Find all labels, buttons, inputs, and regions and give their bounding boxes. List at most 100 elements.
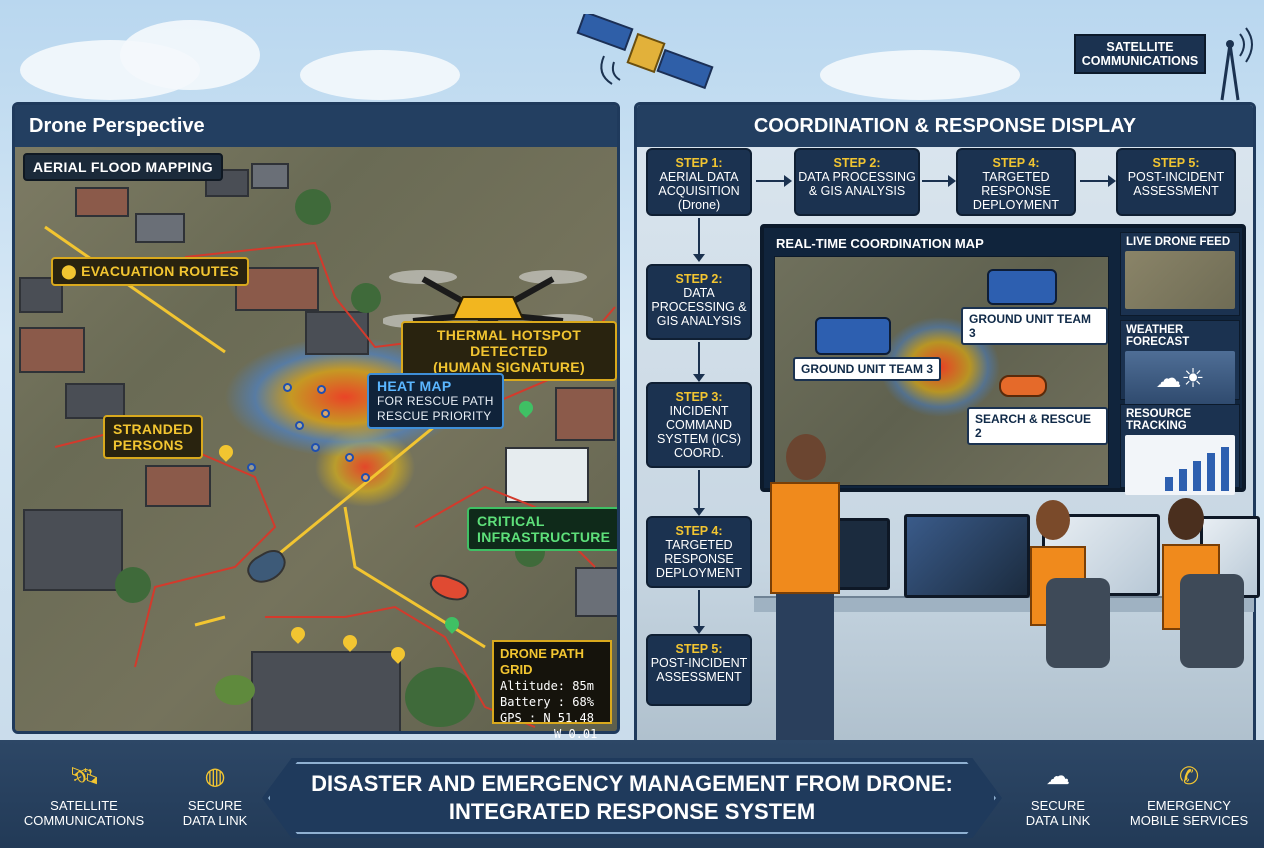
tree [115, 567, 151, 603]
heat-point [247, 463, 256, 472]
step-text: INCIDENT COMMAND SYSTEM (ICS) COORD. [656, 404, 742, 460]
side-step-4[interactable]: STEP 4: TARGETED RESPONSE DEPLOYMENT [646, 516, 752, 588]
step-text: POST-INCIDENT ASSESSMENT [1127, 170, 1225, 198]
heat-point [321, 409, 330, 418]
feature-label: SECURE [187, 798, 243, 813]
satellite-communications-feature: 🛰 SATELLITE COMMUNICATIONS [20, 762, 148, 828]
thermal-hotspot-subtext: (HUMAN SIGNATURE) [433, 359, 585, 375]
feature-label: DATA LINK [182, 813, 248, 828]
coordination-map[interactable]: GROUND UNIT TEAM 3 GROUND UNIT TEAM 3 SE… [774, 256, 1109, 486]
heat-map-label: HEAT MAP FOR RESCUE PATH RESCUE PRIORITY [367, 373, 504, 429]
step-number: STEP 5: [1152, 156, 1200, 170]
heat-point [283, 383, 292, 392]
feature-label: DATA LINK [1025, 813, 1091, 828]
step-text: AERIAL DATA ACQUISITION (Drone) [658, 170, 740, 212]
house-roof [19, 327, 85, 373]
emergency-mobile-services-feature: ✆ EMERGENCY MOBILE SERVICES [1124, 762, 1254, 828]
operator-legs [776, 594, 834, 740]
main-title-line-1: DISASTER AND EMERGENCY MANAGEMENT FROM D… [311, 771, 953, 796]
evacuation-routes-text: EVACUATION ROUTES [81, 263, 239, 279]
aerial-flood-mapping-label: AERIAL FLOOD MAPPING [23, 153, 223, 181]
heat-point [295, 421, 304, 430]
step-number: STEP 2: [833, 156, 881, 170]
step-text: DATA PROCESSING & GIS ANALYSIS [651, 286, 747, 328]
antenna-tower-icon [1220, 27, 1253, 101]
location-pin-icon: ⬤ [61, 263, 82, 279]
aerial-flood-map: AERIAL FLOOD MAPPING ⬤ EVACUATION ROUTES… [15, 147, 617, 731]
step-number: STEP 1: [675, 156, 723, 170]
heat-point [361, 473, 370, 482]
satellite-icon [576, 14, 714, 90]
cloud [820, 50, 1020, 100]
cloud-upload-icon: ☁ [1046, 763, 1070, 790]
heat-point [311, 443, 320, 452]
heat-map-subtext-2: RESCUE PRIORITY [377, 409, 492, 423]
resource-chart-thumbnail [1125, 435, 1235, 495]
house-roof [23, 509, 123, 591]
step-number: STEP 3: [675, 390, 723, 404]
office-chair [1180, 574, 1244, 668]
top-step-2[interactable]: STEP 2: DATA PROCESSING & GIS ANALYSIS [794, 148, 920, 216]
flow-arrow [922, 175, 956, 187]
satellite-communications-label: SATELLITE COMMUNICATIONS [1074, 34, 1206, 74]
step-number: STEP 5: [675, 642, 723, 656]
panel-title: Drone Perspective [15, 105, 617, 147]
house-roof [65, 383, 125, 419]
main-title-line-2: INTEGRATED RESPONSE SYSTEM [448, 799, 816, 824]
stranded-persons-label: STRANDED PERSONS [103, 415, 204, 459]
thermal-hotspot-text: THERMAL HOTSPOT DETECTED [436, 327, 582, 359]
step-text: TARGETED RESPONSE DEPLOYMENT [655, 538, 743, 580]
flow-arrow [693, 590, 705, 634]
evacuation-routes-label: ⬤ EVACUATION ROUTES [51, 257, 249, 286]
step-number: STEP 2: [675, 272, 723, 286]
heat-point [317, 385, 326, 394]
critical-infrastructure-label: CRITICAL INFRASTRUCTURE [467, 507, 617, 551]
house-roof [145, 465, 211, 507]
tree [351, 283, 381, 313]
top-step-1[interactable]: STEP 1: AERIAL DATA ACQUISITION (Drone) [646, 148, 752, 216]
widget-title: LIVE DRONE FEED [1126, 236, 1231, 248]
flow-arrow [693, 218, 705, 262]
flow-arrow [693, 342, 705, 382]
side-step-3[interactable]: STEP 3: INCIDENT COMMAND SYSTEM (ICS) CO… [646, 382, 752, 468]
stranded-text-2: PERSONS [113, 437, 184, 453]
feature-label: SATELLITE [50, 798, 118, 813]
grass-patch [215, 675, 255, 705]
hospital-roof [505, 447, 589, 503]
critical-text-1: CRITICAL [477, 513, 545, 529]
operator-head [786, 434, 826, 480]
side-step-2[interactable]: STEP 2: DATA PROCESSING & GIS ANALYSIS [646, 264, 752, 340]
thermal-hotspot-label: THERMAL HOTSPOT DETECTED (HUMAN SIGNATUR… [401, 321, 617, 381]
weather-forecast-widget[interactable]: WEATHER FORECAST ☁☀ [1120, 320, 1240, 405]
house-roof [251, 163, 289, 189]
top-step-5[interactable]: STEP 5: POST-INCIDENT ASSESSMENT [1116, 148, 1236, 216]
drone-telemetry-box: DRONE PATH GRID Altitude: 85m Battery : … [492, 640, 612, 741]
house-roof [251, 651, 401, 731]
telemetry-battery: Battery : 68% [500, 695, 594, 709]
secure-data-link-feature: ☁ SECURE DATA LINK [1018, 762, 1098, 828]
heat-map-text: HEAT MAP [377, 378, 452, 394]
flow-arrow [1080, 175, 1116, 187]
top-step-4[interactable]: STEP 4: TARGETED RESPONSE DEPLOYMENT [956, 148, 1076, 216]
step-text: TARGETED RESPONSE DEPLOYMENT [972, 170, 1060, 212]
office-chair [1046, 578, 1110, 668]
panel-title: COORDINATION & RESPONSE DISPLAY [637, 105, 1253, 147]
side-step-5[interactable]: STEP 5: POST-INCIDENT ASSESSMENT [646, 634, 752, 706]
feature-label: SECURE [1030, 798, 1086, 813]
step-text: DATA PROCESSING & GIS ANALYSIS [798, 170, 916, 198]
flow-arrow [756, 175, 792, 187]
telemetry-gps-lon: W 0.01 [554, 727, 598, 741]
drone-perspective-panel: Drone Perspective [12, 102, 620, 734]
feature-label: MOBILE SERVICES [1129, 813, 1249, 828]
coordination-wall-screen: REAL-TIME COORDINATION MAP GROUND UNIT T… [760, 224, 1246, 495]
step-number: STEP 4: [675, 524, 723, 538]
house-roof [235, 267, 319, 311]
live-drone-feed-widget[interactable]: LIVE DRONE FEED [1120, 232, 1240, 316]
search-rescue-label: SEARCH & RESCUE 2 [967, 407, 1108, 445]
house-roof [555, 387, 615, 441]
resource-tracking-widget[interactable]: RESOURCE TRACKING [1120, 404, 1240, 495]
step-number: STEP 4: [992, 156, 1040, 170]
satellite-icon: 🛰 [69, 763, 100, 790]
feature-label: COMMUNICATIONS [23, 813, 145, 828]
operator-head [1168, 498, 1204, 540]
